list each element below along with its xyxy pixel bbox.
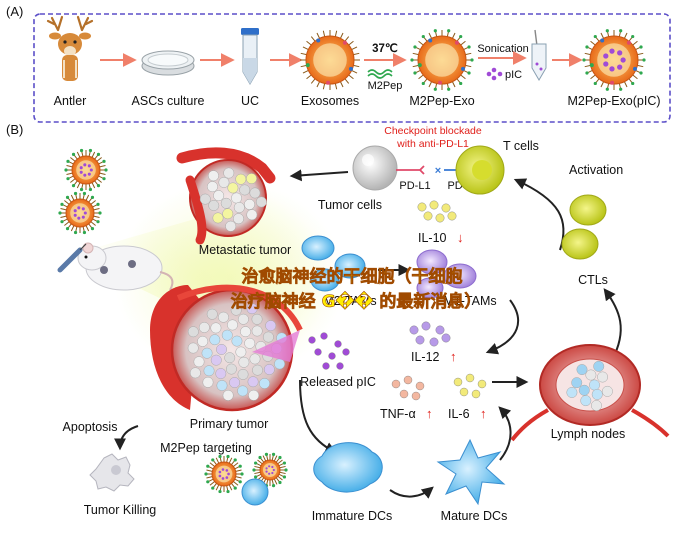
ctls-label: CTLs <box>578 273 608 287</box>
arrow-to-metastatic <box>289 169 349 182</box>
primary-tumor-label: Primary tumor <box>190 417 268 431</box>
pic-label: pIC <box>505 69 522 81</box>
targeting-exosome-1 <box>204 454 244 494</box>
petri-dish-icon <box>141 50 195 76</box>
apoptosis-arrow <box>114 425 139 451</box>
pd-l1-receptor <box>396 165 425 175</box>
lymph-node-icon <box>510 344 670 442</box>
apoptosis-label: Apoptosis <box>63 420 118 434</box>
step-m2pep-exo-pic-label: M2Pep-Exo(pIC) <box>567 94 660 108</box>
exosome-float-2 <box>58 191 102 235</box>
released-pic-label: Released pIC <box>300 375 376 389</box>
pd-l1-label: PD-L1 <box>399 180 430 192</box>
m2pep-exo-pic-icon <box>582 29 646 91</box>
block-x: × <box>435 165 441 177</box>
t-cells-label: T cells <box>503 139 539 153</box>
m2pep-exo-icon <box>410 29 474 91</box>
m2pep-squiggle-icon <box>367 69 393 79</box>
m1-tams-icon <box>416 249 477 299</box>
metastatic-cells <box>199 167 267 232</box>
il6-label: IL-6 <box>448 407 470 421</box>
tumor-cell-grey-icon <box>352 145 398 191</box>
m1-tams-label: M1-TAMs <box>443 294 496 308</box>
il12-dots <box>409 321 451 347</box>
targeting-label: M2Pep targeting <box>160 441 252 455</box>
mature-dcs-label: Mature DCs <box>441 509 508 523</box>
m1-to-il12-arrow <box>485 299 520 355</box>
deer-icon <box>46 15 94 81</box>
ctl-cells-icon <box>561 194 607 260</box>
il10-dots <box>417 200 457 223</box>
sonication-tube-icon <box>531 29 547 81</box>
il10-down-arrow: ↓ <box>457 230 464 245</box>
panel-a-label: (A) <box>6 4 23 19</box>
primary-tumor-cells <box>187 303 288 401</box>
tnf-label: TNF-α <box>380 407 416 421</box>
temperature-label: 37℃ <box>372 42 398 55</box>
step-m2pep-exo-label: M2Pep-Exo <box>409 94 474 108</box>
panel-a-frame <box>33 13 671 123</box>
dc-maturation-arrow <box>389 486 434 499</box>
m2-tams-label: M2-TAMs <box>323 294 376 308</box>
lymph-node-cells <box>566 360 613 411</box>
pic-dots-icon <box>486 67 503 81</box>
exosome-icon <box>300 30 360 90</box>
panel-b-label: (B) <box>6 122 23 137</box>
step-ascs-label: ASCs culture <box>132 94 205 108</box>
step-antler-label: Antler <box>54 94 87 108</box>
peptide-label: M2Pep <box>368 80 403 92</box>
metastatic-tumor-label: Metastatic tumor <box>199 243 291 257</box>
exosome-float-1 <box>64 148 108 192</box>
step-uc-label: UC <box>241 94 259 108</box>
tumor-cells-label: Tumor cells <box>318 198 382 212</box>
activation-arrow <box>513 178 565 251</box>
tnf-up-arrow: ↑ <box>426 406 433 421</box>
checkpoint-line2: with anti-PD-L1 <box>396 138 469 150</box>
target-blue-cell-icon <box>241 478 269 506</box>
mature-dc-icon <box>436 438 506 506</box>
targeting-exosome-2 <box>252 452 288 488</box>
released-pic-dots <box>308 332 350 370</box>
il10-label: IL-10 <box>418 231 447 245</box>
activation-label: Activation <box>569 163 623 177</box>
step-exosomes-label: Exosomes <box>301 94 359 108</box>
tnf-dots <box>391 375 425 401</box>
dc-to-cytokine-arrow <box>498 406 512 461</box>
dying-tumor-cell-icon <box>89 453 135 492</box>
il12-up-arrow: ↑ <box>450 349 457 364</box>
mouse-icon <box>77 242 174 291</box>
syringe-icon <box>57 243 87 273</box>
pic-to-dc-arrow <box>299 379 338 454</box>
overlay-line-1: 治愈脑神经的干细胞（干细胞 <box>242 266 463 287</box>
immature-dc-icon <box>313 442 383 493</box>
purple-beam <box>252 330 300 362</box>
lymph-nodes-label: Lymph nodes <box>551 427 626 441</box>
m2-tams-icon <box>301 235 366 292</box>
sonication-label: Sonication <box>477 43 528 55</box>
il6-dots <box>453 373 487 399</box>
overlay-line-2: 治疗脑神经 G�� 的最新消息） <box>231 291 482 312</box>
tube-icon <box>241 28 259 85</box>
immature-dcs-label: Immature DCs <box>312 509 393 523</box>
t-cell-icon <box>455 145 505 195</box>
checkpoint-line1: Checkpoint blockade <box>384 125 482 137</box>
tumor-killing-label: Tumor Killing <box>84 503 157 517</box>
il6-up-arrow: ↑ <box>480 406 487 421</box>
il12-label: IL-12 <box>411 350 440 364</box>
